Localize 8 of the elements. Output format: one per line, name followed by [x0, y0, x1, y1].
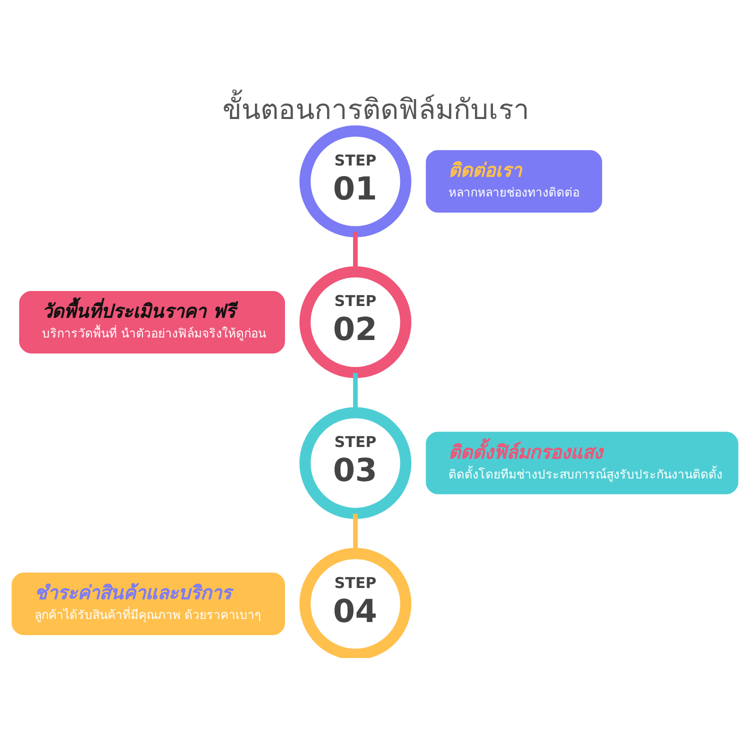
- node-circle: STEP 02: [299, 266, 412, 378]
- node-box: ชำระค่าสินค้าและบริการ ลูกค้าได้รับสินค้าที่มีคุณภาพ ด้วยราคาเบาๆ: [12, 572, 285, 636]
- node-circle: STEP 03: [299, 407, 412, 520]
- node-box: วัดพื้นที่ประเมินราคา ฟรี บริการวัดพื้นที่ นำตัวอย่างฟิล์มจริงให้ดูก่อน: [19, 290, 285, 354]
- node-circle: STEP 04: [299, 548, 412, 658]
- node-circle: STEP 01: [299, 125, 412, 238]
- node-box: ติดต่อเรา หลากหลายช่องทางติดต่อ: [426, 150, 602, 213]
- node-box: ติดตั้งฟิล์มกรองแสง ติดตั้งโดยทีมช่างประสบการณ์สูงรับประกันงานติดตั้ง: [426, 432, 738, 494]
